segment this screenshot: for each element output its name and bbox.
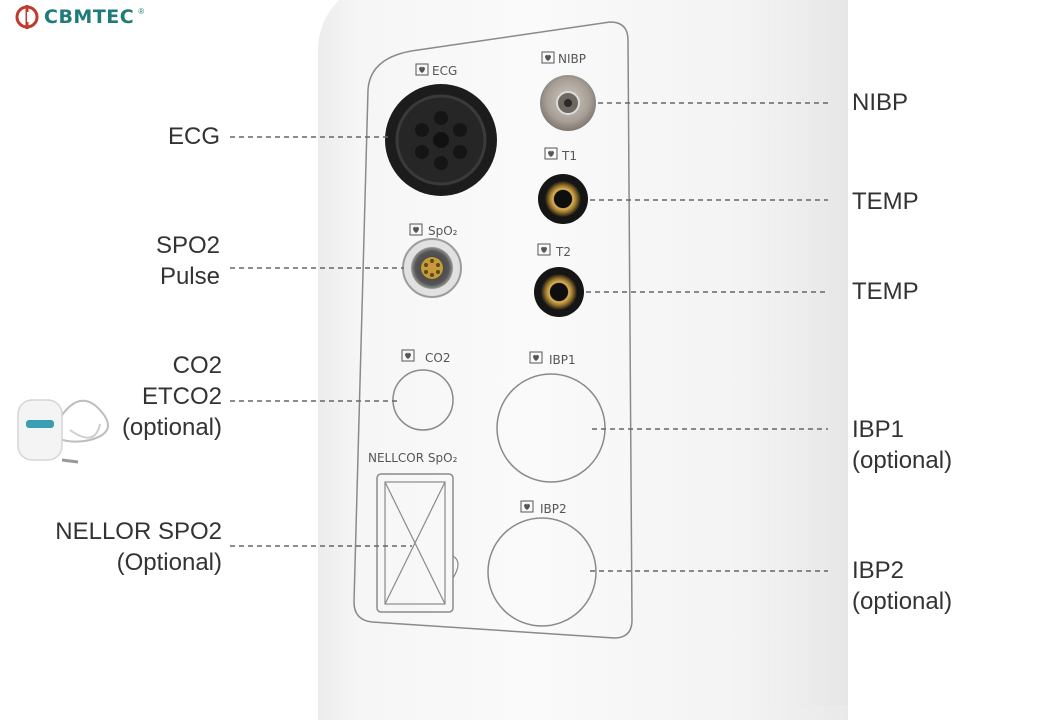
nibp-callout: NIBP bbox=[852, 87, 908, 118]
spo2-heart-icon bbox=[409, 223, 423, 236]
panel-outline bbox=[353, 21, 633, 639]
nellcor-callout: NELLOR SPO2 (Optional) bbox=[20, 516, 222, 578]
ibp1-callout-line2: (optional) bbox=[852, 447, 953, 474]
t2-connector bbox=[534, 267, 584, 317]
nellcor-port-label: NELLCOR SpO₂ bbox=[368, 451, 458, 465]
nellcor-slot bbox=[376, 473, 459, 613]
nibp-heart-icon bbox=[541, 51, 555, 64]
nibp-port-label: NIBP bbox=[558, 52, 586, 66]
ibp2-heart-icon bbox=[520, 500, 534, 513]
spo2-callout: SPO2 Pulse bbox=[100, 230, 220, 292]
ibp2-callout-line2: (optional) bbox=[852, 588, 953, 615]
t2-port-label: T2 bbox=[555, 245, 571, 259]
ecg-heart-icon bbox=[415, 63, 429, 76]
t2-heart-icon bbox=[537, 243, 551, 256]
brand-name: CBMTEC bbox=[44, 6, 135, 28]
ibp2-callout-line1: IBP2 bbox=[852, 557, 905, 584]
nellcor-callout-line2: (Optional) bbox=[116, 549, 222, 576]
co2-port-cover bbox=[392, 369, 454, 431]
cbmtec-logo-icon bbox=[15, 5, 39, 29]
ibp1-heart-icon bbox=[529, 351, 543, 364]
ibp2-port-label: IBP2 bbox=[540, 502, 567, 516]
nellcor-callout-line1: NELLOR SPO2 bbox=[55, 518, 222, 545]
spo2-connector bbox=[402, 238, 462, 298]
registered-mark: ® bbox=[138, 6, 145, 16]
nibp-connector bbox=[540, 75, 596, 131]
ibp2-port-cover bbox=[487, 517, 597, 627]
co2-callout-line3: (optional) bbox=[121, 414, 222, 441]
t1-port-label: T1 bbox=[561, 149, 577, 163]
ecg-callout-text: ECG bbox=[167, 123, 220, 150]
nibp-callout-text: NIBP bbox=[852, 89, 909, 116]
ecg-port-label: ECG bbox=[432, 64, 457, 78]
t1-connector bbox=[538, 174, 588, 224]
etco2-sensor-image bbox=[17, 399, 109, 464]
monitor-edge bbox=[770, 0, 848, 706]
brand-logo: CBMTEC ® bbox=[14, 4, 144, 30]
ibp1-port-label: IBP1 bbox=[549, 353, 576, 367]
co2-port-label: CO2 bbox=[425, 351, 450, 365]
co2-heart-icon bbox=[401, 349, 415, 362]
co2-callout-line2: ETCO2 bbox=[141, 383, 222, 410]
ecg-connector bbox=[385, 84, 497, 196]
temp2-callout: TEMP bbox=[852, 276, 919, 307]
ibp1-port-cover bbox=[496, 373, 606, 483]
spo2-callout-line1: SPO2 bbox=[155, 232, 220, 259]
temp2-callout-text: TEMP bbox=[852, 278, 919, 305]
t1-heart-icon bbox=[544, 147, 558, 160]
co2-callout: CO2 ETCO2 (optional) bbox=[80, 350, 222, 443]
ibp2-callout: IBP2 (optional) bbox=[852, 555, 952, 617]
ibp1-callout-line1: IBP1 bbox=[852, 416, 905, 443]
ibp1-callout: IBP1 (optional) bbox=[852, 414, 952, 476]
spo2-port-label: SpO₂ bbox=[428, 224, 458, 238]
temp1-callout-text: TEMP bbox=[852, 188, 919, 215]
ecg-callout: ECG bbox=[120, 121, 220, 152]
co2-callout-line1: CO2 bbox=[172, 352, 222, 379]
temp1-callout: TEMP bbox=[852, 186, 919, 217]
spo2-callout-line2: Pulse bbox=[159, 263, 220, 290]
